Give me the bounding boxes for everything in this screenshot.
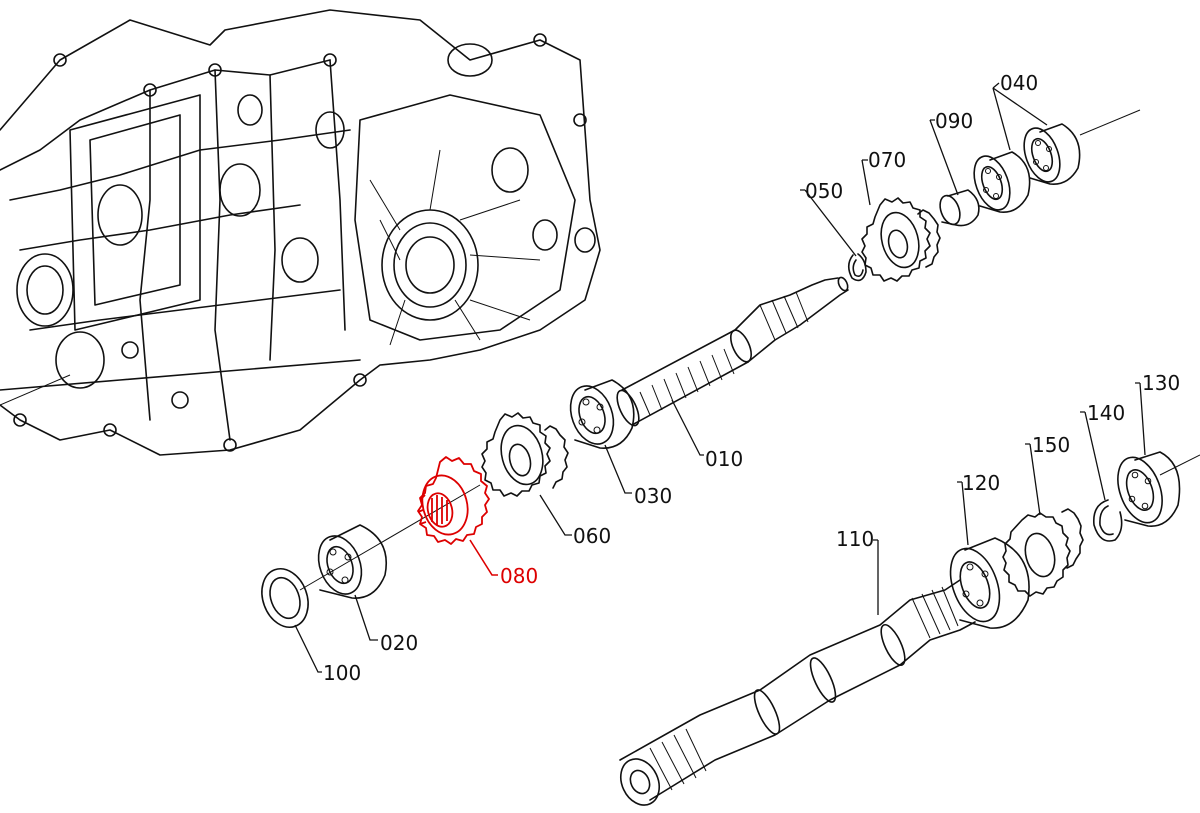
label-part-050[interactable]: 050 (805, 179, 843, 203)
leader-090 (929, 119, 959, 196)
part-130-bearing[interactable] (1110, 451, 1181, 529)
leader-lines (294, 82, 1146, 673)
label-part-040[interactable]: 040 (1000, 71, 1038, 95)
label-part-130[interactable]: 130 (1142, 371, 1180, 395)
part-060-gear[interactable] (481, 412, 569, 497)
part-040-bearings[interactable] (967, 123, 1081, 215)
label-part-150[interactable]: 150 (1032, 433, 1070, 457)
leader-150 (1025, 443, 1041, 516)
part-labels: 010 020 030 040 050 060 070 080 090 100 … (323, 71, 1180, 685)
part-110-shaft[interactable] (614, 579, 976, 808)
label-part-010[interactable]: 010 (705, 447, 743, 471)
leader-140 (1080, 411, 1106, 501)
part-080-gear-highlighted[interactable] (416, 456, 490, 545)
part-140-snap-ring[interactable] (1092, 499, 1123, 542)
part-090-collar[interactable] (936, 189, 980, 227)
leader-130 (1135, 382, 1146, 456)
leader-070 (861, 159, 871, 206)
leader-120 (957, 481, 969, 546)
label-part-090[interactable]: 090 (935, 109, 973, 133)
label-part-140[interactable]: 140 (1087, 401, 1125, 425)
part-030-bearing[interactable] (563, 379, 635, 450)
leader-020 (354, 594, 378, 641)
part-050-snap-ring[interactable] (847, 253, 867, 282)
leader-040a (992, 87, 1011, 151)
part-010-shaft[interactable] (613, 276, 850, 429)
leader-080 (469, 539, 498, 576)
label-part-030[interactable]: 030 (634, 484, 672, 508)
leader-110 (873, 539, 879, 615)
part-100-washer[interactable] (254, 562, 316, 633)
part-120-bearing[interactable] (941, 537, 1030, 629)
leader-030 (604, 444, 632, 494)
label-part-020[interactable]: 020 (380, 631, 418, 655)
leader-100 (294, 624, 322, 673)
leader-060 (539, 494, 572, 536)
label-part-060[interactable]: 060 (573, 524, 611, 548)
label-part-110[interactable]: 110 (836, 527, 874, 551)
leader-040c (992, 82, 1000, 89)
label-part-120[interactable]: 120 (962, 471, 1000, 495)
part-020-bearing[interactable] (311, 524, 387, 600)
part-070-gear[interactable] (861, 197, 941, 282)
part-150-gear[interactable] (1002, 508, 1084, 597)
leader-040b (992, 87, 1048, 126)
label-part-100[interactable]: 100 (323, 661, 361, 685)
leader-050 (800, 189, 857, 257)
leader-010 (671, 399, 704, 456)
label-part-070[interactable]: 070 (868, 148, 906, 172)
transmission-housing (0, 9, 601, 456)
label-part-080[interactable]: 080 (500, 564, 538, 588)
